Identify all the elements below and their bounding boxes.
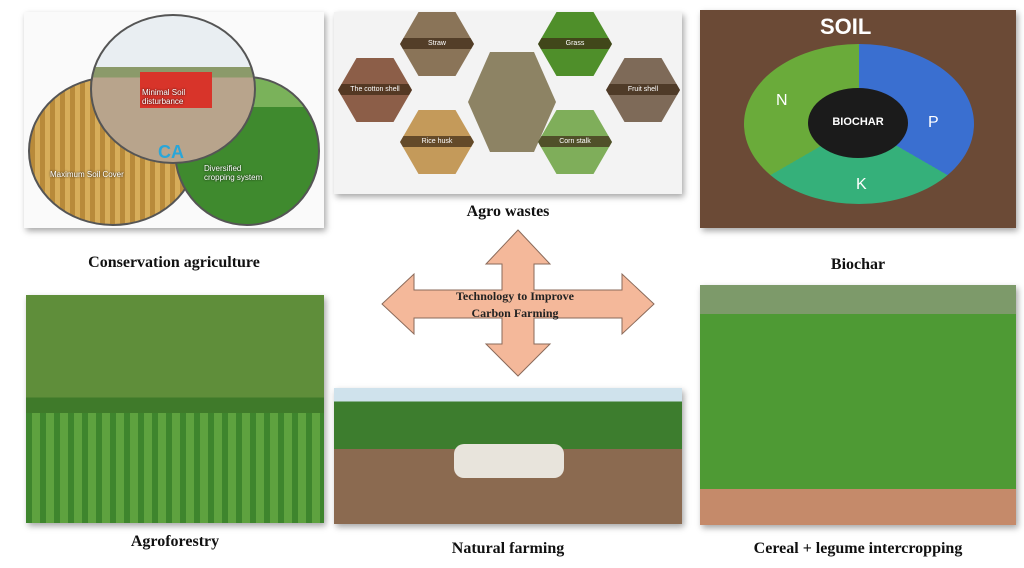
label-minimal-soil-disturbance: Minimal Soil disturbance <box>142 88 186 106</box>
waste-fruit-shell: Fruit shell <box>606 84 680 95</box>
intercropping-image <box>700 285 1016 525</box>
conservation-agriculture-image: Minimal Soil disturbance CA Maximum Soil… <box>24 12 324 228</box>
caption-intercropping: Cereal + legume intercropping <box>753 540 963 557</box>
biochar-core: BIOCHAR <box>832 116 884 128</box>
label-ca: CA <box>158 142 184 162</box>
natural-farming-image <box>334 388 682 524</box>
waste-straw: Straw <box>400 38 474 49</box>
soil-title: SOIL <box>820 14 872 39</box>
caption-biochar: Biochar <box>830 256 886 273</box>
waste-cotton-shell: The cotton shell <box>338 84 412 95</box>
agro-wastes-image: Straw Grass The cotton shell Fruit shell… <box>334 12 682 194</box>
waste-rice-husk: Rice husk <box>400 136 474 147</box>
caption-agroforestry: Agroforestry <box>130 533 220 550</box>
segment-k: K <box>856 176 867 193</box>
waste-corn-stalk: Corn stalk <box>538 136 612 147</box>
agroforestry-image <box>26 295 324 523</box>
caption-natural-farming: Natural farming <box>451 540 565 557</box>
label-maximum-soil-cover: Maximum Soil Cover <box>50 170 124 179</box>
caption-agro-wastes: Agro wastes <box>466 203 550 220</box>
segment-n: N <box>776 92 788 109</box>
waste-grass: Grass <box>538 38 612 49</box>
caption-conservation-agriculture: Conservation agriculture <box>88 254 260 271</box>
center-title: Technology to Improve Carbon Farming <box>455 289 574 320</box>
biochar-image: SOIL BIOCHAR N P K <box>700 10 1016 228</box>
segment-p: P <box>928 114 939 131</box>
label-diversified-cropping: Diversified cropping system <box>204 164 263 182</box>
four-way-arrow <box>381 229 655 377</box>
